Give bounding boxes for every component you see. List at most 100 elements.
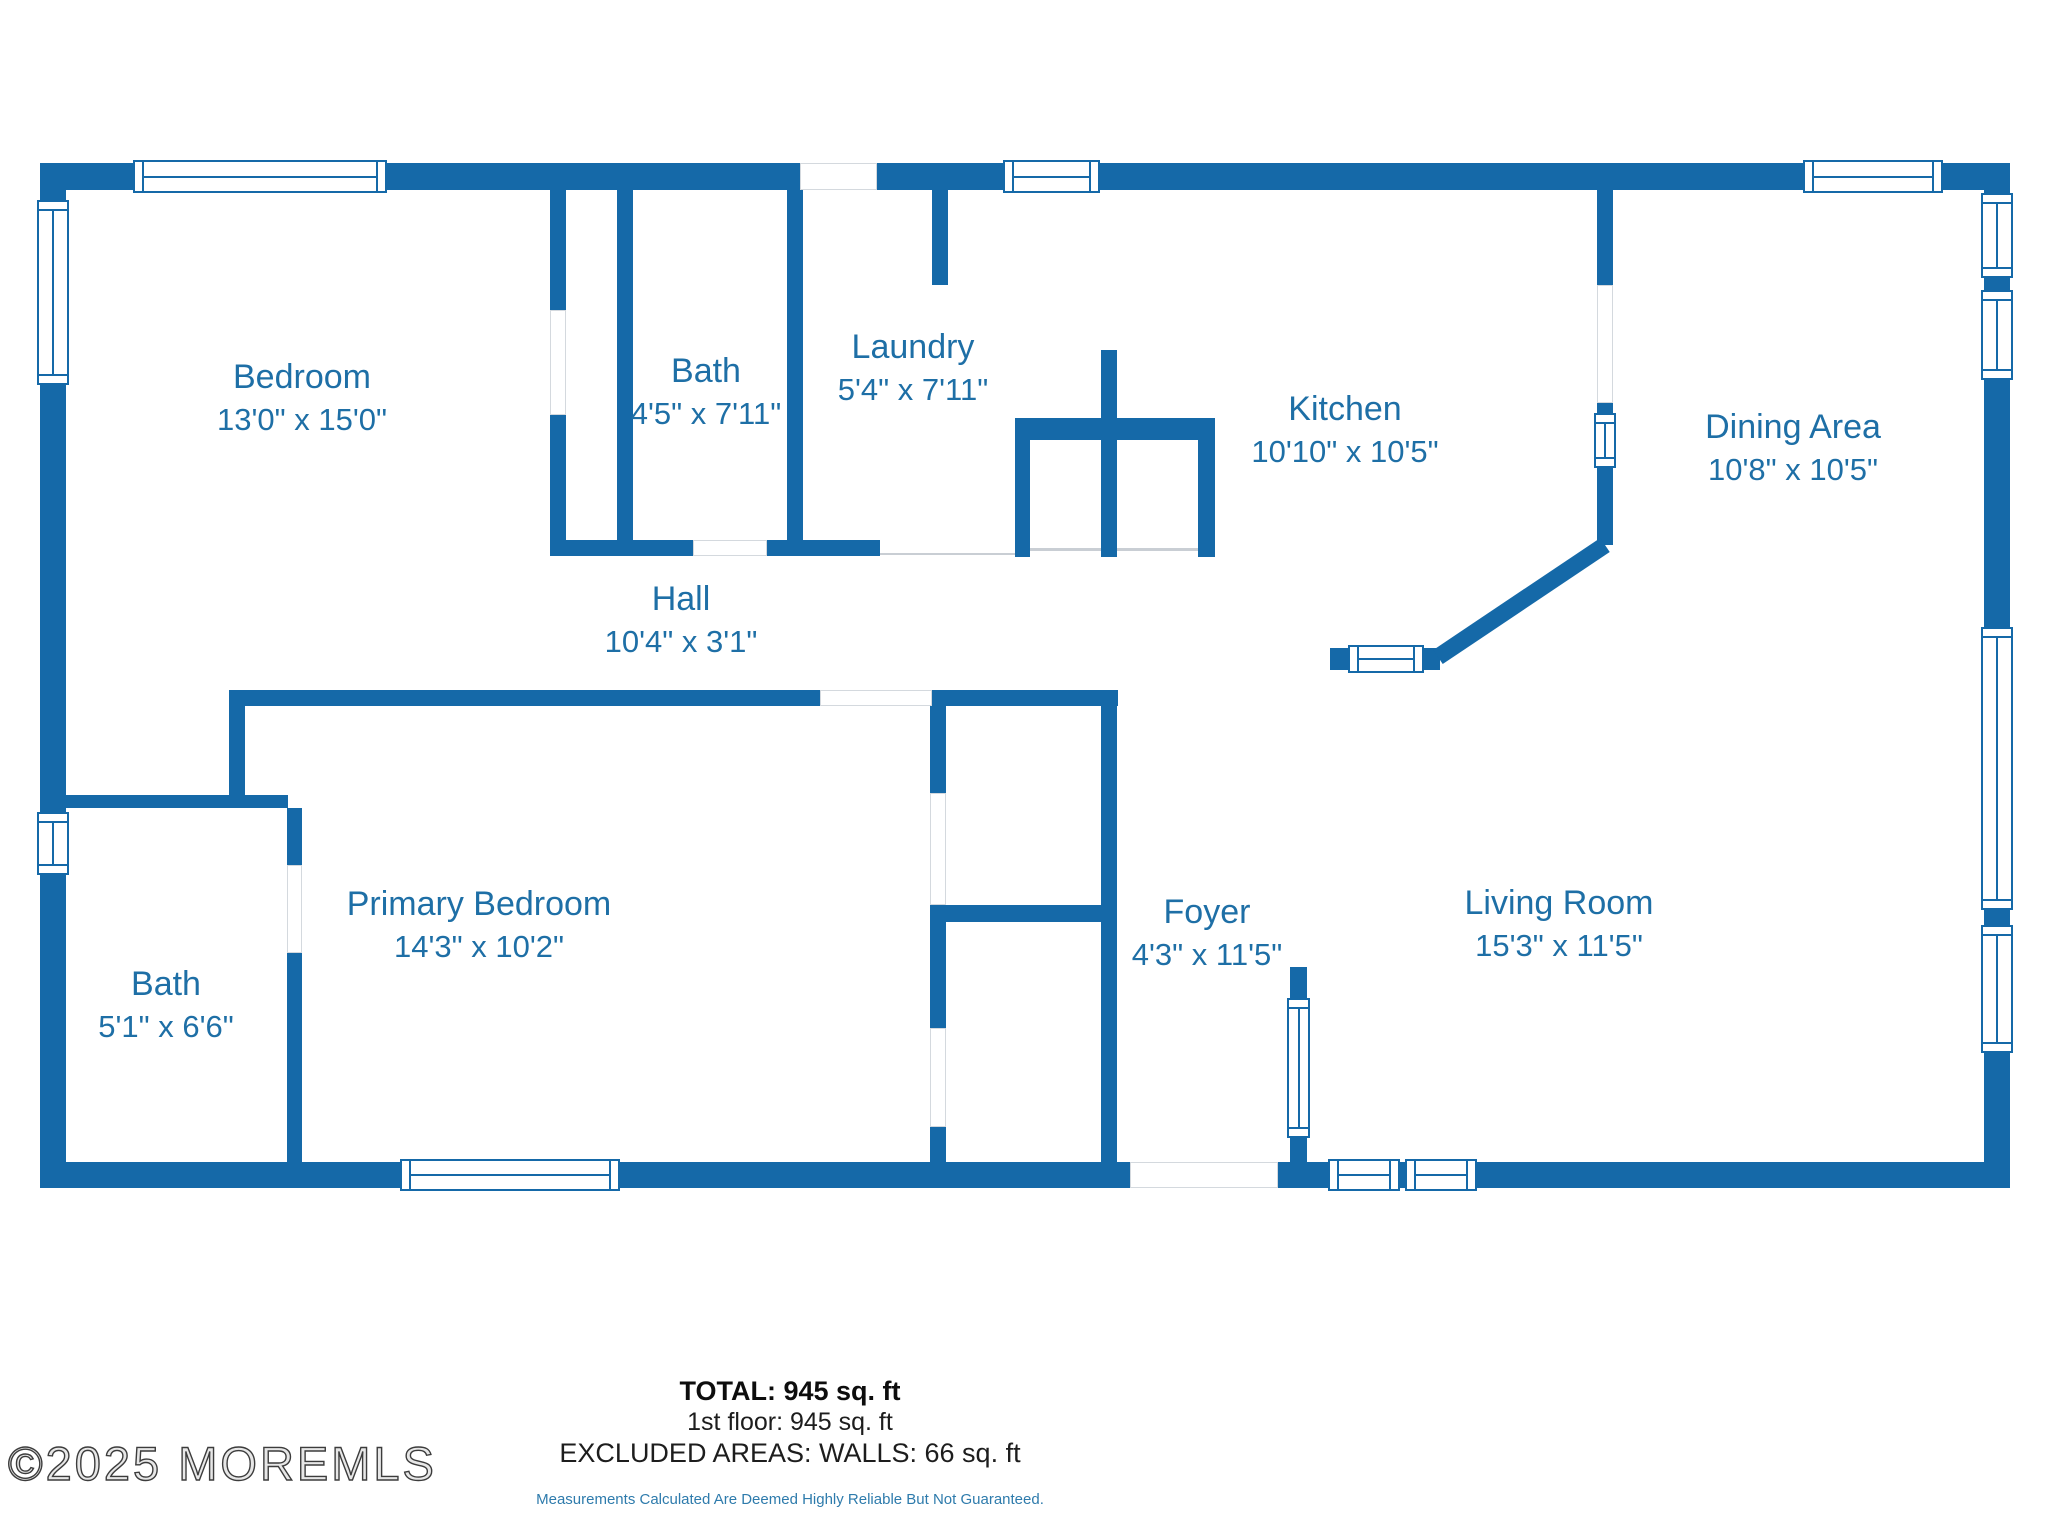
wall-segment [930,905,1117,922]
wall-segment [1290,967,1307,998]
excluded-areas: EXCLUDED AREAS: WALLS: 66 sq. ft [559,1438,1021,1468]
room-dimensions: 5'4" x 7'11" [837,372,989,407]
door-opening [800,163,877,190]
window-cap [1328,1159,1339,1191]
wall-segment [787,190,803,556]
door-opening [287,865,302,953]
wall-segment [1101,350,1117,557]
disclaimer-note: Measurements Calculated Are Deemed Highl… [536,1491,1044,1508]
window-cap [1932,160,1943,193]
window-cap [1981,1042,2013,1053]
door-opening [693,540,767,556]
window-mullion [1996,935,1998,1043]
window-cap [1003,160,1014,193]
room-name: Bath [131,965,201,1003]
wall-segment [1198,418,1215,557]
window-mullion [1338,1174,1390,1176]
window [400,1159,620,1191]
window-cap [37,374,69,385]
room-label-bedroom: Bedroom 13'0" x 15'0" [217,355,387,441]
room-dimensions: 4'5" x 7'11" [630,396,782,431]
window-cap [37,864,69,875]
window-mullion [1358,658,1414,660]
window-mullion [1813,175,1933,178]
window-mullion [1604,423,1606,458]
window-cap [1466,1159,1477,1191]
room-dimensions: 14'3" x 10'2" [393,929,565,964]
wall-segment [1290,1138,1307,1162]
window-cap [1803,160,1814,193]
window-cap [1413,645,1424,673]
window [37,200,69,385]
room-dimensions: 10'10" x 10'5" [1251,434,1439,469]
wall-segment [1015,440,1030,557]
window-cap [1287,1127,1310,1138]
window-cap [133,160,144,193]
window-cap [1287,998,1310,1009]
wall-segment [1330,648,1348,670]
window [1981,290,2013,380]
wall-segment [287,953,302,1162]
room-name: Foyer [1163,893,1251,931]
room-dimensions: 4'3" x 11'5" [1131,937,1283,972]
window-cap [1981,369,2013,380]
diagonal-wall [1433,537,1610,665]
window-cap [1981,267,2013,278]
first-floor-area: 1st floor: 945 sq. ft [687,1408,893,1436]
window [1405,1159,1477,1191]
window-mullion [1996,300,1998,370]
window-mullion [52,210,54,375]
room-name: Hall [651,580,711,618]
room-label-kitchen: Kitchen 10'10" x 10'5" [1251,387,1438,473]
wall-segment [932,190,948,285]
window-mullion [1297,1008,1300,1128]
room-label-bath-upper: Bath 4'5" x 7'11" [631,349,781,435]
window-cap [37,200,69,211]
room-name: Kitchen [1288,390,1402,428]
copyright-watermark: ©2025 MOREMLS [7,1436,437,1490]
window-cap [1981,290,2013,301]
wall-segment [550,415,566,556]
window-cap [1981,899,2013,910]
room-dimensions: 10'4" x 3'1" [604,624,758,659]
room-dimensions: 15'3" x 11'5" [1475,928,1643,963]
wall-segment [1597,468,1613,545]
wall-segment [930,690,1118,706]
room-name: Bath [671,352,741,390]
door-opening [550,310,566,415]
room-label-hall: Hall 10'4" x 3'1" [605,577,758,663]
door-opening [930,793,946,905]
window-cap [1594,413,1616,424]
wall-segment [930,922,946,1028]
door-opening [930,1028,946,1127]
total-area: TOTAL: 945 sq. ft [679,1376,901,1406]
window-cap [1594,457,1616,468]
window-cap [1089,160,1100,193]
room-label-foyer: Foyer 4'3" x 11'5" [1132,890,1282,976]
wall-segment [1597,190,1613,285]
room-name: Dining Area [1705,408,1881,446]
window-mullion [52,822,54,865]
window [133,160,387,193]
door-opening [1597,285,1613,403]
window-mullion [410,1174,610,1176]
window [1287,998,1310,1138]
wall-segment [930,1127,946,1162]
room-dimensions: 5'1" x 6'6" [98,1009,234,1044]
room-name: Bedroom [233,358,371,396]
window-mullion [1415,1174,1467,1176]
opening-line [880,553,1015,555]
window [1328,1159,1400,1191]
window [1981,193,2013,278]
room-dimensions: 13'0" x 15'0" [216,402,388,437]
window-cap [1405,1159,1416,1191]
window [37,812,69,875]
window-cap [1981,627,2013,638]
opening-line [1030,548,1101,551]
room-name: Laundry [851,328,975,366]
window-cap [37,812,69,823]
wall-segment [617,190,633,556]
window-cap [609,1159,620,1191]
